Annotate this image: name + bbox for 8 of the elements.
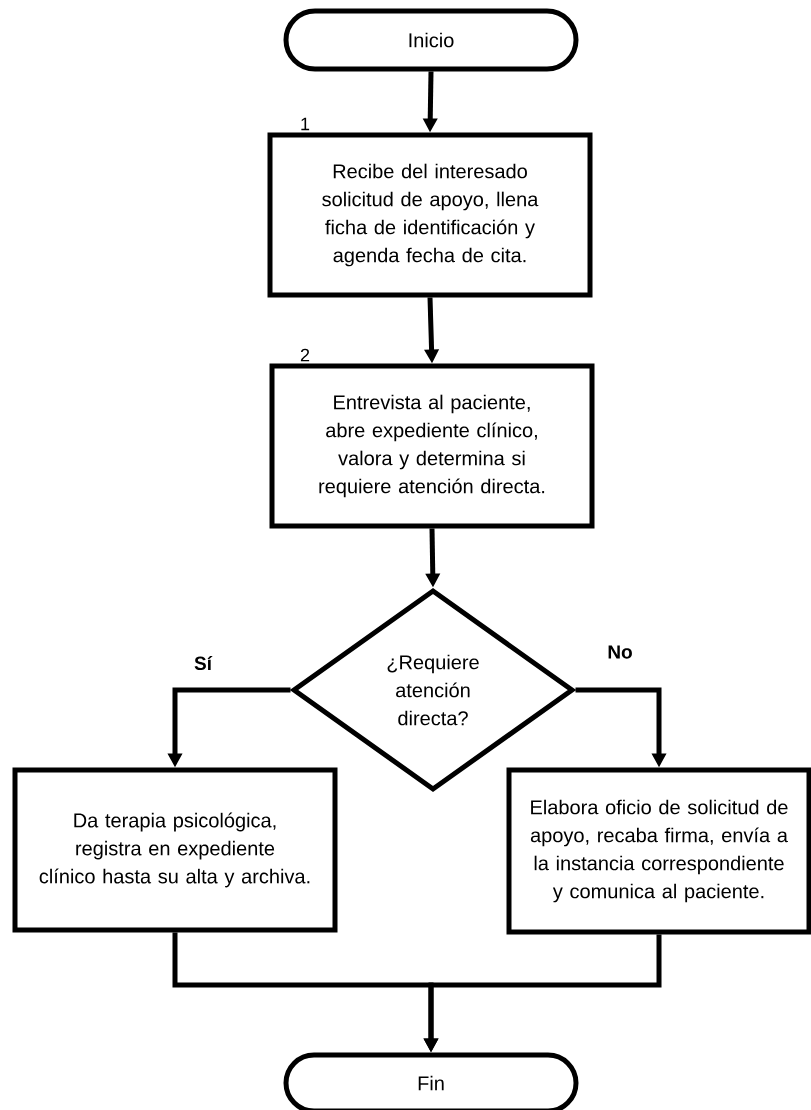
process-box: Entrevista al paciente, abre expediente clínico, valora y determina si requiere atención directa. [269,363,595,529]
edge-label: Sí [194,655,213,671]
process-box: Da terapia psicológica, registra en expediente clínico hasta su alta y archiva. [12,767,338,933]
process-box: Recibe del interesado solicitud de apoyo, llena ficha de identificación y agenda fecha de cita. [267,132,593,298]
step-number: 1 [301,117,310,131]
step-number: 2 [300,348,310,362]
process-box: Elabora oficio de solicitud de apoyo, recaba firma, envía a la instancia correspondiente y comunica al paciente. [506,767,811,935]
edge-label: No [608,645,632,659]
